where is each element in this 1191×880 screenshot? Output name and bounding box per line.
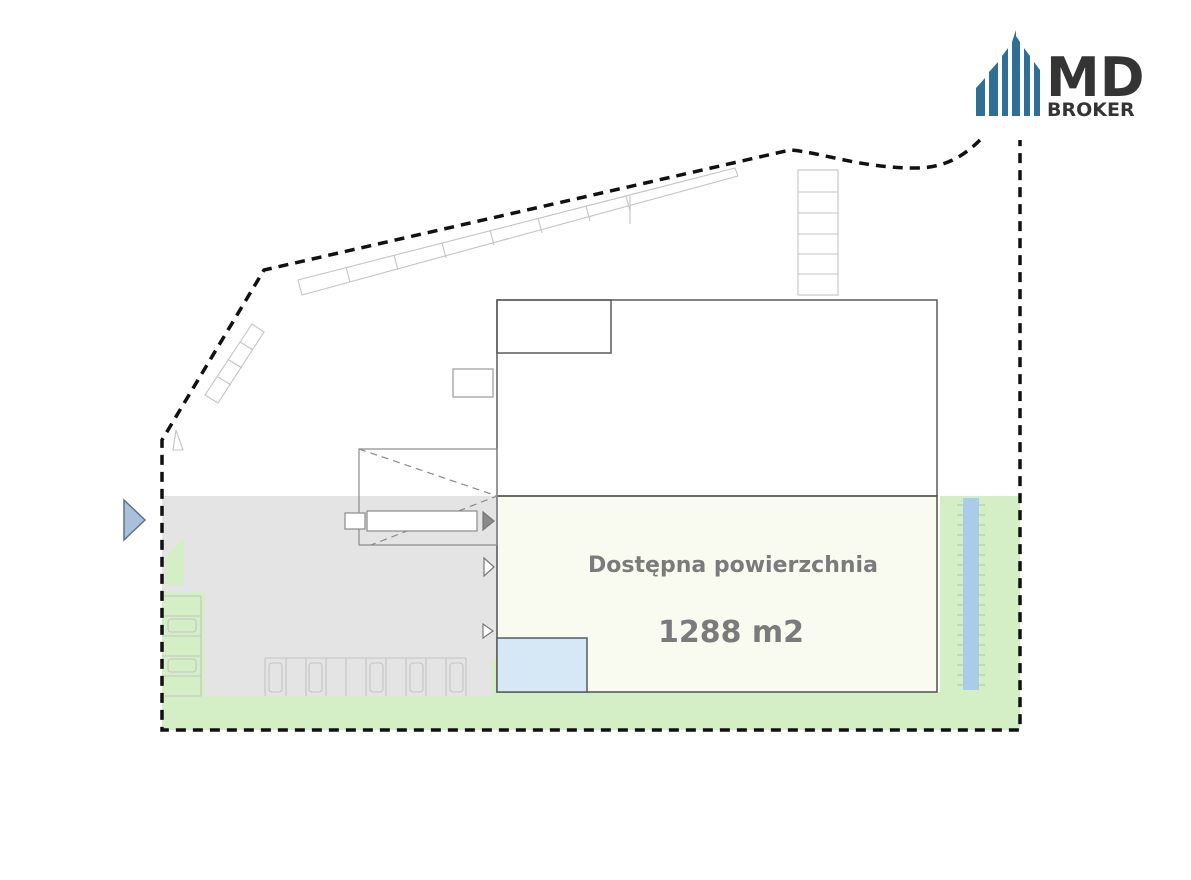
parked-car-1-icon [167,618,197,633]
plot-boundary [160,138,1022,732]
paved-area [162,496,498,696]
dock-canopy-diagonal [358,448,499,546]
parking-row-top [297,167,739,296]
parking-spaces-left [162,595,202,697]
entrance-arrow-icon [123,498,147,542]
building-corner-room [496,299,612,354]
parked-car-6-icon [409,662,424,693]
company-logo: MD BROKER [976,30,1145,121]
parked-car-5-icon [369,662,384,693]
loading-dock [344,448,499,546]
dock-door-3-icon [482,622,495,640]
water-channel [957,498,985,690]
small-shed [452,368,494,398]
available-area-label: Dostępna powierzchnia [588,553,878,578]
available-area-value: 1288 m2 [658,615,804,650]
dock-door-1-icon [482,510,495,532]
truck-trailer [366,510,478,532]
water-channel-body [963,498,979,690]
paved-patch-corner [166,538,184,585]
building-upper-hall [496,299,938,497]
dock-doors [482,510,495,640]
dock-door-2-icon [483,556,495,578]
paved-yard [162,496,498,696]
parked-car-4-icon [308,662,323,693]
truck-cab [344,512,366,530]
logo-brand-sub: BROKER [1047,99,1135,121]
parked-car-7-icon [449,662,464,693]
green-strip-bottom [162,496,1020,730]
logo-brand-main: MD [1046,46,1145,109]
parking-column-right [797,169,839,296]
parked-car-2-icon [167,658,197,673]
parked-car-3-icon [268,662,283,693]
parking-spaces-bottom [264,657,467,696]
parking-row-diagonal [172,323,265,451]
office-block [496,637,588,693]
skyline-icon [976,30,1040,116]
dock-canopy [358,448,498,546]
main-building [496,299,938,497]
